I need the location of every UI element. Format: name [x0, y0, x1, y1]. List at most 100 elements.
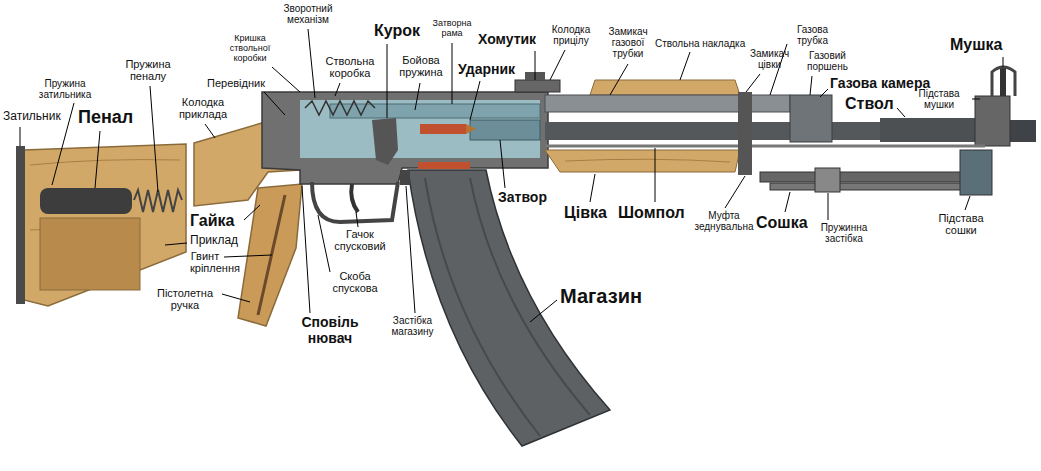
leader-line [530, 300, 557, 322]
wood-grain [30, 160, 180, 165]
bolt-carrier [330, 104, 540, 118]
leader-line [150, 86, 158, 192]
part-label: Гачок спусковий [330, 228, 390, 253]
leader-line [470, 81, 480, 120]
leader-line [452, 43, 453, 104]
trigger-group [312, 182, 398, 222]
gas-block [790, 95, 832, 142]
magazine-rib [425, 178, 540, 436]
part-label: Пружина пеналу [118, 58, 178, 83]
cleaning-rod [545, 145, 985, 148]
front-sight-post [1000, 68, 1006, 96]
bipod-leg [770, 183, 985, 190]
part-label: Гвинт кріплення [190, 250, 220, 275]
leader-line [820, 89, 828, 97]
part-label: Скоба спускова [325, 270, 385, 295]
cutaway [300, 100, 540, 158]
leader-line [725, 176, 745, 208]
part-label: Курок [374, 22, 420, 40]
upper-handguard [590, 80, 740, 95]
part-label: Замикач цівки [747, 48, 792, 70]
leader-line [746, 74, 760, 92]
part-label: Приклад [190, 234, 238, 247]
leader-line [272, 67, 300, 92]
leader-line [810, 76, 812, 95]
barrel-group [545, 67, 1036, 195]
leader-line [165, 243, 187, 245]
part-label: Пружинна застібка [815, 222, 873, 244]
hammer [372, 118, 398, 165]
leader-line [308, 29, 315, 98]
leader-line [356, 212, 358, 227]
part-label: Затвор [498, 190, 547, 206]
part-label: Підстава мушки [908, 88, 970, 110]
leader-line [828, 193, 829, 220]
leader-line [972, 99, 980, 100]
part-label: Бойова пружина [396, 54, 446, 79]
tube-spring [134, 190, 182, 212]
leader-line [244, 205, 260, 220]
cartridge [420, 124, 466, 134]
bullet [466, 124, 476, 134]
cartridge [418, 162, 470, 169]
leader-line [318, 215, 330, 272]
leader-line [655, 148, 656, 202]
leader-line [610, 64, 628, 95]
part-label: Пенал [78, 107, 133, 127]
receiver-body [262, 92, 548, 184]
part-label: Сповіль нювач [300, 315, 360, 346]
handguard-retainer [738, 92, 752, 175]
leader-line [95, 131, 100, 188]
part-label: Газова трубка [790, 24, 835, 46]
part-label: Муфта зеднувальна [694, 210, 754, 232]
stock-body [24, 144, 186, 306]
part-label: Затильник [3, 110, 61, 123]
leader-line [222, 294, 250, 302]
recoil-spring [305, 101, 375, 115]
leader-lines [20, 29, 1003, 322]
leader-line [335, 83, 340, 96]
leader-line [264, 92, 285, 115]
part-label: Цівка [564, 204, 607, 222]
part-label: Шомпол [618, 204, 685, 222]
part-label: Кришка ствольної коробки [220, 33, 280, 63]
sight-block [515, 80, 560, 92]
leader-line [500, 140, 505, 188]
part-label: Сошка [756, 214, 808, 232]
part-label: Пружина затильника [30, 78, 100, 100]
part-label: Замикач газової трубки [604, 26, 652, 60]
part-label: Ударник [458, 62, 515, 78]
part-label: Колодка приклада [168, 96, 238, 121]
leader-line [785, 192, 790, 212]
bipod-clip [815, 168, 840, 192]
part-label: Мушка [950, 36, 1002, 54]
leader-line [415, 83, 420, 110]
trigger [351, 184, 358, 212]
gas-tube [545, 95, 790, 112]
leader-line [1003, 57, 1004, 67]
leader-line [680, 52, 690, 80]
butt-plate [16, 146, 25, 304]
lower-handguard [545, 150, 740, 172]
leader-line [535, 51, 536, 80]
stock-cheek [40, 218, 140, 290]
part-label: Підстава сошки [930, 212, 992, 237]
leader-line [20, 127, 21, 146]
trigger-guard [312, 182, 398, 222]
leader-line [590, 174, 595, 202]
sight-ears [992, 67, 1015, 96]
part-label: Ствольна коробка [322, 55, 378, 80]
leader-line [205, 124, 215, 138]
part-label: Застібка магазину [385, 315, 440, 337]
part-label: Ствольна накладка [655, 38, 745, 49]
leader-line [224, 255, 272, 257]
part-label: Перевідник [207, 77, 265, 89]
leader-line [302, 186, 310, 313]
part-label: Газова камера [830, 76, 930, 92]
part-label: Зворотний механізм [278, 3, 338, 25]
buffer-tube [40, 188, 132, 214]
bipod-base [960, 150, 992, 195]
leader-line [965, 196, 970, 210]
